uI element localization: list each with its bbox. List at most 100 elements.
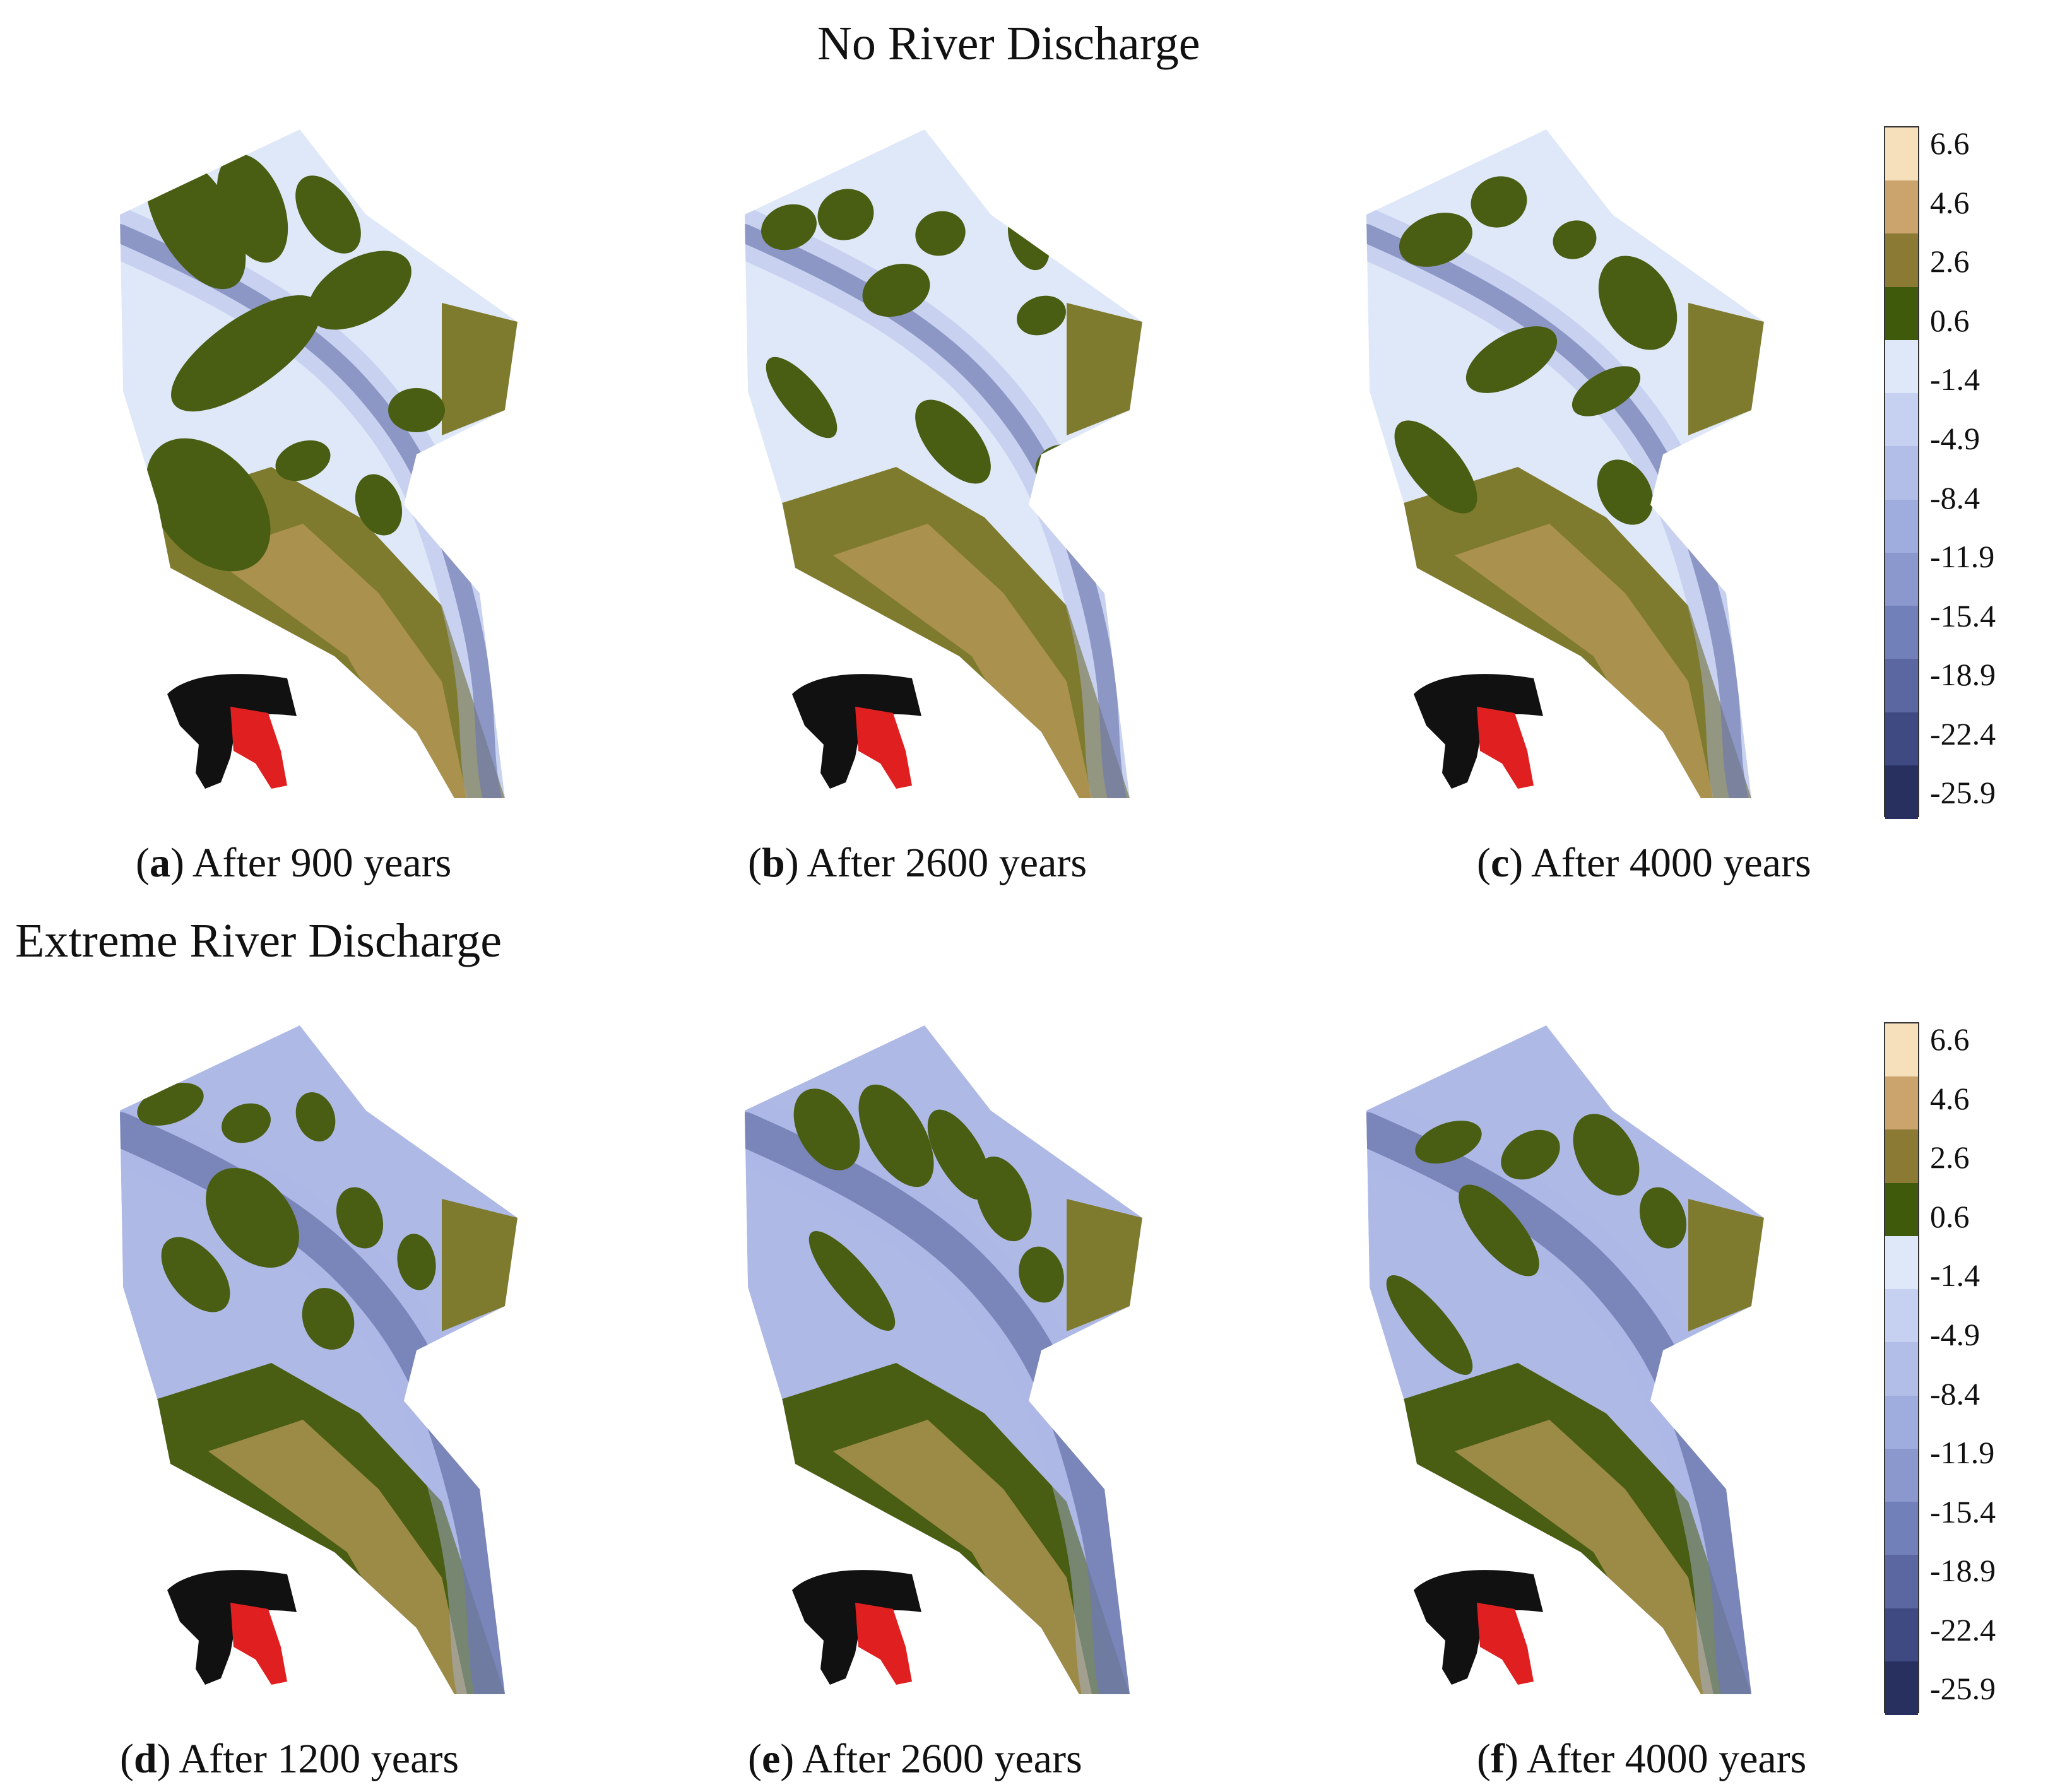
- sandbank-4: [1459, 1184, 1539, 1276]
- sandbank-2: [858, 1084, 934, 1188]
- sandbank-5: [862, 263, 930, 317]
- sandbank-7: [302, 1288, 355, 1350]
- colorbar-tick-label: 2.6: [1930, 1140, 1970, 1176]
- main-channel: [1366, 1112, 1756, 1694]
- locator-inset-c: [1414, 674, 1543, 789]
- bathymetry-map-b: [745, 129, 1142, 798]
- title-extreme-river-discharge: Extreme River Discharge: [15, 914, 502, 967]
- colorbar-band: [1885, 339, 1918, 394]
- caption-c: (c) After 4000 years: [1477, 840, 1811, 886]
- colorbar-tick-label: -18.9: [1930, 657, 1996, 693]
- sandbank-4: [206, 1168, 299, 1268]
- bathymetry-map-d: [120, 1025, 518, 1694]
- inset-coastline: [792, 674, 921, 789]
- inset-coastline: [1414, 1570, 1543, 1685]
- bathymetry-map-a: [120, 129, 518, 798]
- sandbank-2: [1501, 1129, 1560, 1180]
- sandbank-3: [1553, 220, 1597, 259]
- sandbank-3: [295, 175, 361, 254]
- panel-c: [1310, 114, 1897, 805]
- sandbank-6: [1639, 1187, 1687, 1249]
- bathymetry-map-c: [1366, 129, 1764, 798]
- title-no-river-discharge: No River Discharge: [817, 17, 1200, 70]
- sandbank-4: [808, 1231, 896, 1331]
- sandbank-6: [1572, 366, 1641, 416]
- colorbar-band: [1885, 1502, 1918, 1556]
- panel-b: [688, 114, 1275, 805]
- colorbar-band: [1885, 1023, 1918, 1078]
- caption-f: (f) After 4000 years: [1477, 1736, 1807, 1782]
- colorbar-tick-label: 4.6: [1930, 184, 1970, 220]
- colorbar-tick-label: 0.6: [1930, 1198, 1970, 1234]
- colorbar-band: [1885, 712, 1918, 766]
- eastern-land: [1688, 1199, 1764, 1331]
- colorbar-band: [1885, 446, 1918, 500]
- colorbar-band: [1885, 499, 1918, 553]
- sandbank-6: [1019, 1246, 1064, 1303]
- colorbar-tick-label: -15.4: [1930, 598, 1996, 634]
- inset-coastline: [792, 1570, 921, 1685]
- colorbar-band: [1885, 1182, 1918, 1237]
- colorbar-tick-label: -1.4: [1930, 1258, 1980, 1294]
- colorbar-band: [1885, 1608, 1918, 1662]
- main-channel: [1366, 224, 1748, 798]
- colorbar-tick-label: -11.9: [1930, 539, 1995, 575]
- channel-margin: [745, 1095, 1142, 1694]
- locator-inset-f: [1414, 1570, 1543, 1685]
- colorbar-tick-label: 0.6: [1930, 302, 1970, 338]
- colorbar-tick-label: -4.9: [1930, 1316, 1980, 1352]
- sandbank-7: [1394, 420, 1477, 514]
- sandbank-8: [766, 357, 838, 439]
- sandbank-3: [295, 1092, 336, 1141]
- colorbar-band: [1885, 127, 1918, 182]
- colorbar-tick-label: -8.4: [1930, 480, 1980, 516]
- colorbar-tick-label: -22.4: [1930, 1612, 1996, 1648]
- caption-e: (e) After 2600 years: [748, 1736, 1082, 1782]
- panel-d: [63, 1010, 650, 1701]
- colorbar-band: [1885, 1076, 1918, 1131]
- channel-margin: [120, 208, 518, 798]
- colorbar-tick-label: 6.6: [1930, 1022, 1970, 1057]
- colorbar-band: [1885, 180, 1918, 235]
- colorbar-band: [1885, 765, 1918, 819]
- sandbank-3: [1573, 1114, 1640, 1196]
- sandbank-5: [1465, 326, 1558, 393]
- inset-study-area: [855, 1603, 912, 1685]
- colorbar-tick-label: 2.6: [1930, 244, 1970, 280]
- colorbar-tick-label: -25.9: [1930, 775, 1996, 811]
- colorbar-tick-label: 6.6: [1930, 126, 1970, 161]
- colorbar-tick-label: -25.9: [1930, 1671, 1996, 1707]
- eastern-land: [1688, 303, 1764, 435]
- inset-coastline: [167, 1570, 297, 1685]
- sandbank-5: [336, 1187, 384, 1249]
- sandbank-3: [915, 211, 966, 256]
- inset-study-area: [230, 707, 287, 789]
- sandbank-9: [355, 474, 403, 536]
- sandbank-4: [308, 251, 411, 330]
- caption-d: (d) After 1200 years: [120, 1736, 459, 1782]
- sandbank-4: [1598, 256, 1678, 350]
- locator-inset-b: [792, 674, 921, 789]
- colorbar-band: [1885, 286, 1918, 341]
- colorbar-band: [1885, 1129, 1918, 1184]
- colorbar-band: [1885, 233, 1918, 288]
- locator-inset-d: [167, 1570, 297, 1685]
- colorbar-band: [1885, 552, 1918, 607]
- main-channel: [120, 224, 502, 798]
- sandbank-2: [1471, 176, 1527, 228]
- colorbar-band: [1885, 1342, 1918, 1396]
- colorbar-band: [1885, 1555, 1918, 1609]
- channel-margin: [1366, 1095, 1764, 1694]
- sandbank-6: [1017, 295, 1066, 336]
- locator-inset-a: [167, 674, 297, 789]
- colorbar-band: [1885, 1448, 1918, 1503]
- colorbar-tick-label: -8.4: [1930, 1376, 1980, 1412]
- eastern-land: [442, 1199, 518, 1331]
- locator-inset-e: [792, 1570, 921, 1685]
- eastern-land: [1067, 303, 1142, 435]
- inset-coastline: [167, 674, 297, 789]
- sandbank-2: [216, 153, 288, 263]
- colorbar-band: [1885, 1289, 1918, 1343]
- sandbank-8: [397, 1234, 436, 1290]
- colorbar-band: [1885, 659, 1918, 713]
